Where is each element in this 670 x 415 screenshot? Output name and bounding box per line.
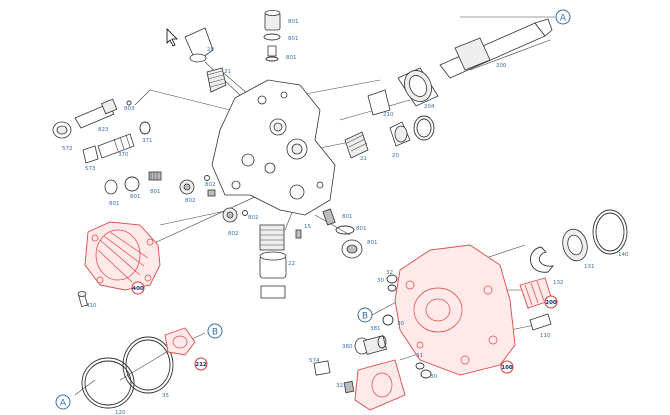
letter-callouts: A A B B	[55, 9, 571, 410]
label-573: 573	[85, 166, 96, 172]
label-574: 574	[309, 358, 320, 364]
spring-plunger-stack	[259, 224, 302, 299]
label-131: 131	[584, 264, 595, 270]
ref-212: 212	[195, 362, 207, 368]
label-21-a: 21	[224, 69, 231, 75]
label-200: 200	[496, 63, 507, 69]
label-20-a: 20	[207, 47, 214, 53]
label-210: 210	[383, 112, 394, 118]
label-802-b: 802	[185, 198, 196, 204]
callout-b-left: B	[212, 328, 218, 338]
right-small-parts	[322, 208, 363, 259]
label-204: 204	[424, 104, 435, 110]
cover-400	[84, 221, 161, 291]
label-801-f: 801	[150, 189, 161, 195]
label-30-c: 30	[430, 374, 437, 380]
pump-housing	[211, 79, 336, 216]
label-20-b: 20	[392, 153, 399, 159]
part-labels: 801 801 801 20 21 803 823 572 573 370 37…	[62, 19, 629, 415]
pump-body-red	[354, 244, 553, 411]
label-132: 132	[553, 280, 564, 286]
pump-body-small-parts	[313, 209, 628, 394]
label-801-g: 801	[342, 214, 353, 220]
label-140: 140	[618, 252, 629, 258]
bolt-410	[77, 291, 88, 308]
label-22: 22	[288, 261, 295, 267]
label-30-b: 30	[397, 321, 404, 327]
label-801-c: 801	[286, 55, 297, 61]
label-371: 371	[142, 138, 153, 144]
label-802-a: 802	[205, 182, 216, 188]
label-802-d: 802	[228, 231, 239, 237]
reference-markers: 400 212 200 100	[131, 281, 558, 374]
large-rings	[81, 327, 196, 409]
label-15: 15	[304, 224, 311, 230]
label-321: 321	[336, 383, 347, 389]
label-802-c: 802	[248, 215, 259, 221]
label-35: 35	[162, 393, 169, 399]
label-120: 120	[115, 410, 126, 415]
label-31: 31	[416, 353, 423, 359]
label-801-d: 801	[109, 201, 120, 207]
label-410: 410	[86, 303, 97, 309]
left-valve-parts	[52, 98, 151, 164]
label-110: 110	[540, 333, 551, 339]
middle-small-parts	[104, 171, 248, 223]
plunger-20-21	[184, 27, 227, 93]
label-801-i: 801	[367, 240, 378, 246]
label-380: 380	[342, 344, 353, 350]
label-32: 32	[386, 270, 393, 276]
label-370: 370	[118, 152, 129, 158]
label-801-e: 801	[130, 194, 141, 200]
ref-400: 400	[132, 286, 144, 292]
top-stack-parts	[263, 10, 281, 62]
label-801-a: 801	[288, 19, 299, 25]
callout-a-bottom: A	[60, 399, 67, 409]
drive-shaft-parts	[344, 18, 553, 159]
callout-b-right: B	[362, 312, 368, 322]
label-823: 823	[98, 127, 109, 133]
label-30-a: 30	[377, 278, 384, 284]
mouse-pointer-icon	[166, 28, 178, 47]
label-21-b: 21	[360, 156, 367, 162]
ref-200: 200	[545, 300, 557, 306]
label-801-b: 801	[288, 36, 299, 42]
callout-a-top: A	[560, 14, 567, 24]
label-572: 572	[62, 146, 73, 152]
label-801-h: 801	[356, 226, 367, 232]
ref-100: 100	[501, 365, 513, 371]
label-803: 803	[124, 106, 135, 112]
label-381: 381	[370, 326, 381, 332]
